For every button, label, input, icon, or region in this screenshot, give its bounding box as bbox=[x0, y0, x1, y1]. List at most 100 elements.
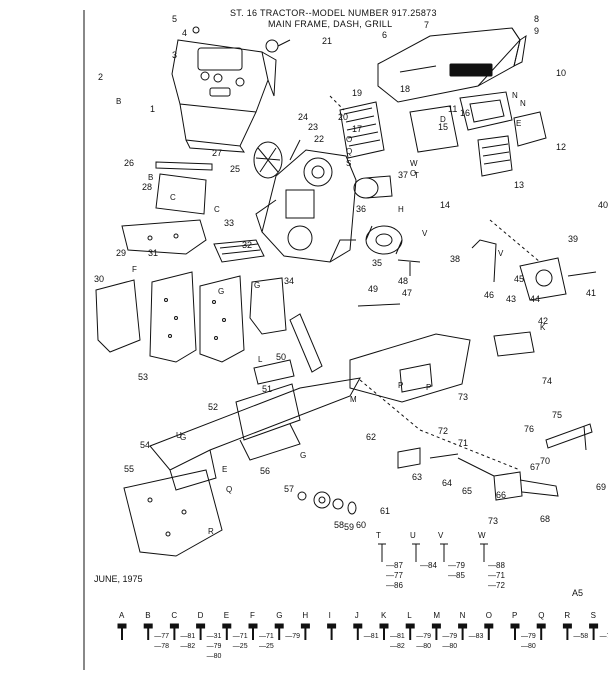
legend-key-A: A bbox=[119, 611, 125, 620]
side-plate-34 bbox=[249, 277, 287, 335]
legend-part-K-82: —82 bbox=[390, 643, 405, 650]
callout-41: 41 bbox=[586, 288, 596, 298]
callout-76: 76 bbox=[524, 424, 534, 434]
legend-key-W: W bbox=[478, 531, 486, 540]
legend-key-I: I bbox=[329, 611, 331, 620]
legend-part-E-25: —25 bbox=[233, 643, 248, 650]
main-frame bbox=[149, 313, 471, 491]
legend-part-N-83: —83 bbox=[469, 633, 484, 640]
diagram-letter-V: V bbox=[498, 249, 504, 258]
callout-13: 13 bbox=[514, 180, 524, 190]
callout-38: 38 bbox=[450, 254, 460, 264]
diagram-letter-E: E bbox=[222, 465, 227, 474]
side-plate-30 bbox=[95, 279, 141, 353]
callout-5: 5 bbox=[172, 14, 177, 24]
diagram-letter-N: N bbox=[520, 99, 526, 108]
callout-33: 33 bbox=[224, 218, 234, 228]
callout-65: 65 bbox=[462, 486, 472, 496]
diagram-letter-B: B bbox=[148, 173, 153, 182]
diagram-letter-G: G bbox=[218, 287, 224, 296]
callout-68: 68 bbox=[540, 514, 550, 524]
diagram-letter-H: H bbox=[398, 205, 404, 214]
callout-70: 70 bbox=[540, 456, 550, 466]
legend-part-F-71: —71 bbox=[259, 633, 274, 640]
callout-47: 47 bbox=[402, 288, 412, 298]
legend-part-U-84: —84 bbox=[420, 561, 437, 570]
bolt-icon bbox=[379, 623, 389, 640]
callout-28: 28 bbox=[142, 182, 152, 192]
diagram-letter-C: C bbox=[170, 193, 176, 202]
callout-26: 26 bbox=[124, 158, 134, 168]
muffler-37 bbox=[353, 175, 393, 199]
callout-19: 19 bbox=[352, 88, 362, 98]
legend-key-J: J bbox=[355, 611, 359, 620]
bolt-icon bbox=[536, 623, 546, 640]
diagram-letter-P: P bbox=[398, 381, 403, 390]
callout-71: 71 bbox=[458, 438, 468, 448]
bolt-icon bbox=[327, 623, 337, 640]
bolt-icon bbox=[458, 623, 468, 640]
legend-part-M-80: —80 bbox=[442, 643, 457, 650]
callout-61: 61 bbox=[380, 506, 390, 516]
callout-57: 57 bbox=[284, 484, 294, 494]
diagram-letter-O: O bbox=[346, 135, 352, 144]
pulley-35 bbox=[365, 225, 403, 255]
legend-key-S: S bbox=[591, 611, 596, 620]
diagram-letter-N: N bbox=[512, 91, 518, 100]
diagram-letter-D: D bbox=[440, 115, 446, 124]
right-side-parts bbox=[357, 239, 597, 357]
legend-part-R-58: —58 bbox=[573, 633, 588, 640]
legend-part-C-82: —82 bbox=[180, 643, 195, 650]
diagram-letter-Q: Q bbox=[226, 485, 232, 494]
bolt-icon bbox=[431, 623, 441, 640]
callout-56: 56 bbox=[260, 466, 270, 476]
key-switch-5 bbox=[192, 26, 291, 53]
callout-10: 10 bbox=[556, 68, 566, 78]
grate-32-33 bbox=[213, 239, 265, 263]
pulleys-57-61 bbox=[297, 491, 357, 515]
legend-key-U: U bbox=[410, 531, 416, 540]
legend-key-O: O bbox=[486, 611, 492, 620]
legend-part-E-71: —71 bbox=[233, 633, 248, 640]
grill-assembly bbox=[339, 91, 547, 177]
bolt-icon bbox=[405, 623, 415, 640]
legend-part-P-79: —79 bbox=[521, 633, 536, 640]
bolt-icon bbox=[274, 623, 284, 640]
diagram-letter-P: P bbox=[426, 383, 431, 392]
callout-42: 42 bbox=[538, 316, 548, 326]
legend-part-P-80: —80 bbox=[521, 643, 536, 650]
callout-46: 46 bbox=[484, 290, 494, 300]
legend-part-F-25: —25 bbox=[259, 643, 274, 650]
legend-part-L-80: —80 bbox=[416, 643, 431, 650]
bolt-icon bbox=[222, 623, 232, 640]
callout-24: 24 bbox=[298, 112, 308, 122]
legend-part-T-77: —77 bbox=[386, 571, 403, 580]
legend-key-L: L bbox=[407, 611, 412, 620]
legend-part-B-78: —78 bbox=[154, 643, 169, 650]
legend-key-Q: Q bbox=[538, 611, 544, 620]
legend-part-D-79: —79 bbox=[207, 643, 222, 650]
callout-69: 69 bbox=[596, 482, 606, 492]
legend-part-L-79: —79 bbox=[416, 633, 431, 640]
legend-part-W-71: —71 bbox=[488, 571, 505, 580]
diagram-letter-Q: Q bbox=[346, 147, 352, 156]
legend-key-D: D bbox=[198, 611, 204, 620]
callout-74: 74 bbox=[542, 376, 552, 386]
callout-40: 40 bbox=[598, 200, 608, 210]
callout-8: 8 bbox=[534, 14, 539, 24]
legend-part-T-86: —86 bbox=[386, 581, 403, 590]
diagram-letter-T: T bbox=[414, 171, 419, 180]
callout-63: 63 bbox=[412, 472, 422, 482]
legend-part-W-72: —72 bbox=[488, 581, 505, 590]
steering-linkage bbox=[397, 423, 593, 501]
leader-lines bbox=[329, 95, 541, 471]
callout-37: 37 bbox=[398, 170, 408, 180]
callout-12: 12 bbox=[556, 142, 566, 152]
hood bbox=[377, 27, 527, 103]
legend-part-G-79: —79 bbox=[285, 633, 300, 640]
diagram-letter-G: G bbox=[180, 433, 186, 442]
callout-50: 50 bbox=[276, 352, 286, 362]
callout-17: 17 bbox=[352, 124, 362, 134]
legend-key-G: G bbox=[276, 611, 282, 620]
